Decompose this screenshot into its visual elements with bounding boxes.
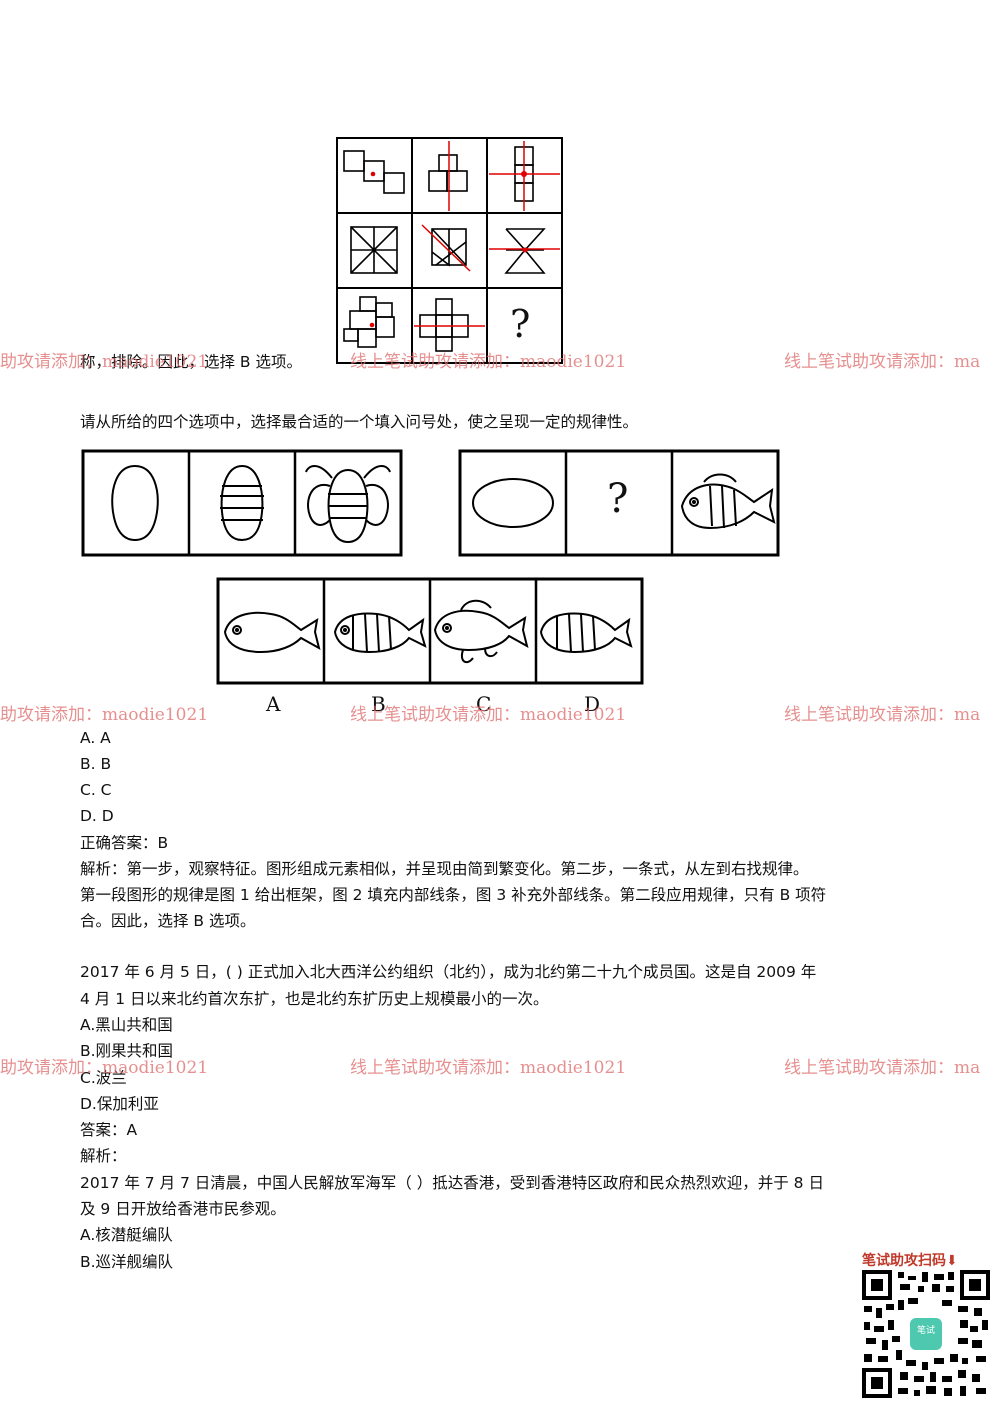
q2-explanation: 解析： bbox=[80, 1147, 127, 1165]
pattern-grid-figure bbox=[336, 137, 563, 364]
q3-stem-line-2: 及 9 日开放给香港市民参观。 bbox=[80, 1200, 286, 1218]
q1-explanation-line-3: 合。因此，选择 B 选项。 bbox=[80, 912, 256, 930]
qr-title: 笔试助攻扫码⬇ bbox=[862, 1253, 958, 1269]
previous-explanation-fragment: 称，排除。因此，选择 B 选项。 bbox=[80, 353, 302, 371]
q1-explanation-line-1: 解析：第一步，观察特征。图形组成元素相似，并呈现由简到繁变化。第二步，一条式，从… bbox=[80, 860, 809, 878]
q1-answer: 正确答案：B bbox=[80, 834, 169, 852]
watermark-right-3: 线上笔试助攻请添加：ma bbox=[784, 1058, 981, 1078]
q2-answer: 答案：A bbox=[80, 1121, 138, 1139]
watermark-center-1: 线上笔试助攻请添加：maodie1021 bbox=[350, 352, 627, 372]
option-label-c: C bbox=[476, 692, 492, 716]
qr-code[interactable] bbox=[862, 1270, 990, 1398]
q1-sequence-question-mark: ? bbox=[607, 476, 629, 522]
q2-option-b[interactable]: B.刚果共和国 bbox=[80, 1042, 174, 1060]
q1-sequence-figure bbox=[81, 449, 780, 557]
q3-option-a[interactable]: A.核潜艇编队 bbox=[80, 1226, 173, 1244]
q1-options-figure bbox=[216, 577, 644, 685]
q1-option-d[interactable]: D. D bbox=[80, 807, 114, 825]
watermark-center-2: 线上笔试助攻请添加：maodie1021 bbox=[350, 705, 627, 725]
watermark-left-1: 助攻请添加：maodie1021 bbox=[0, 352, 209, 372]
q1-option-b[interactable]: B. B bbox=[80, 755, 112, 773]
grid-question-mark: ? bbox=[510, 302, 531, 346]
option-label-a: A bbox=[266, 692, 281, 716]
q2-stem-line-2: 4 月 1 日以来北约首次东扩，也是北约东扩历史上规模最小的一次。 bbox=[80, 990, 549, 1008]
watermark-right-2: 线上笔试助攻请添加：ma bbox=[784, 705, 981, 725]
option-label-b: B bbox=[371, 692, 386, 716]
q1-explanation-line-2: 第一段图形的规律是图 1 给出框架，图 2 填充内部线条，图 3 补充外部线条。… bbox=[80, 886, 827, 904]
qr-center-label: 笔试 bbox=[916, 1326, 935, 1336]
q2-option-a[interactable]: A.黑山共和国 bbox=[80, 1016, 173, 1034]
watermark-center-3: 线上笔试助攻请添加：maodie1021 bbox=[350, 1058, 627, 1078]
q3-stem-line-1: 2017 年 7 月 7 日清晨，中国人民解放军海军（ ）抵达香港，受到香港特区… bbox=[80, 1174, 824, 1192]
q1-option-a[interactable]: A. A bbox=[80, 729, 111, 747]
q1-prompt: 请从所给的四个选项中，选择最合适的一个填入问号处，使之呈现一定的规律性。 bbox=[80, 413, 639, 431]
q2-option-d[interactable]: D.保加利亚 bbox=[80, 1095, 159, 1113]
q3-option-b[interactable]: B.巡洋舰编队 bbox=[80, 1253, 174, 1271]
watermark-left-3: 助攻请添加：maodie1021 bbox=[0, 1058, 209, 1078]
q1-option-c[interactable]: C. C bbox=[80, 781, 112, 799]
option-label-d: D bbox=[584, 692, 601, 716]
watermark-right-1: 线上笔试助攻请添加：ma bbox=[784, 352, 981, 372]
q2-option-c[interactable]: C.波兰 bbox=[80, 1069, 127, 1087]
q2-stem-line-1: 2017 年 6 月 5 日，( ) 正式加入北大西洋公约组织（北约），成为北约… bbox=[80, 963, 817, 981]
watermark-left-2: 助攻请添加：maodie1021 bbox=[0, 705, 209, 725]
